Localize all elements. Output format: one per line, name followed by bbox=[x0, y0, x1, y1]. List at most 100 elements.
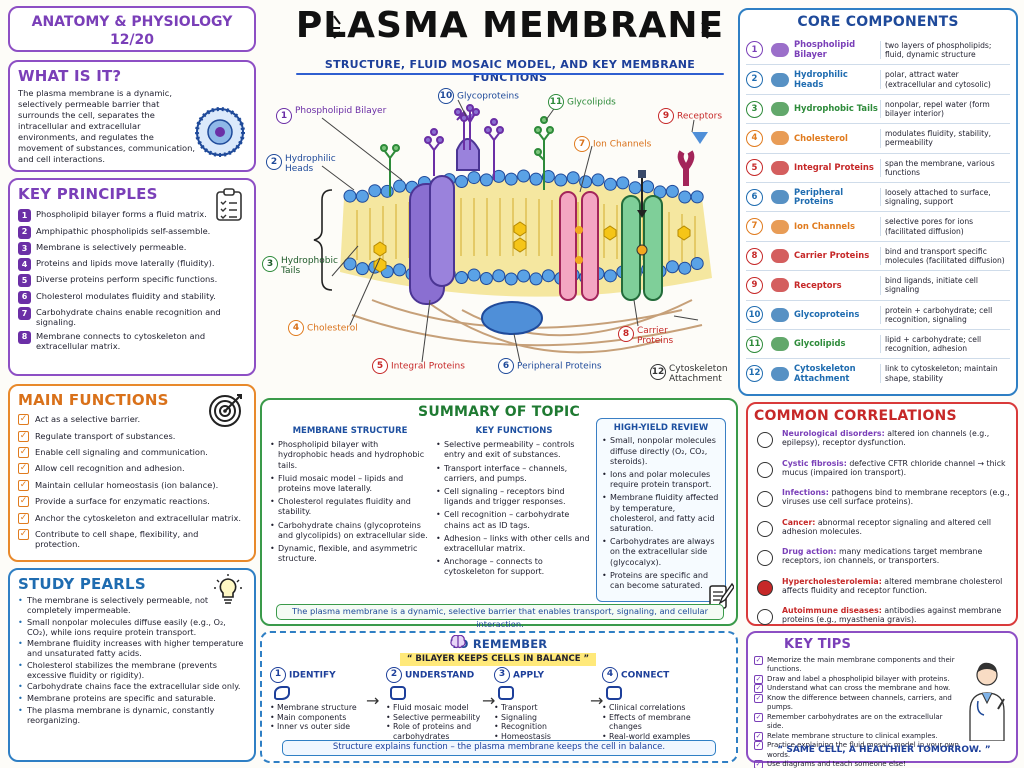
summary-panel: SUMMARY OF TOPIC MEMBRANE STRUCTURE Phos… bbox=[260, 398, 738, 629]
correlation-item: Cancer: abnormal receptor signaling and … bbox=[754, 518, 1010, 545]
tips-slogan: “ SAME CELL, A HEALTHIER TOMORROW. ” bbox=[777, 745, 991, 756]
remember-step: 3APPLYTransportSignalingRecognitionHomeo… bbox=[494, 667, 594, 741]
remember-footer: Structure explains function – the plasma… bbox=[282, 740, 716, 756]
checkbox-icon: ✓ bbox=[754, 684, 763, 694]
step-items: TransportSignalingRecognitionHomeostasis bbox=[494, 703, 594, 741]
correlation-term: Drug action: bbox=[782, 547, 837, 557]
checkbox-icon: ✓ bbox=[754, 731, 763, 741]
summary-footer: The plasma membrane is a dynamic, select… bbox=[276, 604, 724, 629]
component-number: 7 bbox=[746, 218, 763, 236]
principle-number: 1 bbox=[18, 209, 31, 223]
checkbox-icon: ✓ bbox=[18, 430, 29, 442]
component-desc: bind ligands, initiate cell signaling bbox=[880, 276, 1010, 295]
pearl-item: Membrane fluidity increases with higher … bbox=[18, 638, 246, 659]
correlation-term: Hypercholesterolemia: bbox=[782, 576, 882, 586]
component-name: Receptors bbox=[794, 279, 842, 290]
tip-text: Understand what can cross the membrane a… bbox=[767, 684, 951, 693]
principle-number: 8 bbox=[18, 330, 31, 344]
tip-text: Relate membrane structure to clinical ex… bbox=[767, 731, 938, 740]
correlation-term: Neurological disorders: bbox=[782, 429, 885, 439]
step-items: Clinical correlationsEffects of membrane… bbox=[602, 703, 702, 741]
virus-icon bbox=[754, 488, 776, 510]
correlation-item: Drug action: many medications target mem… bbox=[754, 547, 1010, 574]
principle-item: 7 Carbohydrate chains enable recognition … bbox=[18, 307, 246, 327]
correlation-item: Neurological disorders: altered ion chan… bbox=[754, 429, 1010, 456]
course-number: 12/20 bbox=[109, 32, 155, 48]
tip-text: Practice explaining the fluid mosaic mod… bbox=[767, 741, 959, 759]
checkbox-icon: ✓ bbox=[754, 741, 763, 751]
component-name: Hydrophilic Heads bbox=[794, 69, 848, 89]
function-text: Provide a surface for enzymatic reaction… bbox=[35, 496, 210, 507]
blood-drop-icon bbox=[754, 577, 776, 599]
structure-item: Fluid mosaic model – lipids and proteins… bbox=[270, 474, 430, 494]
correlation-desc: defective CFTR chloride channel → thick … bbox=[782, 458, 1006, 477]
functions-list: ✓Act as a selective barrier.✓Regulate tr… bbox=[18, 414, 246, 549]
component-name: Hydrophobic Tails bbox=[794, 103, 878, 114]
correlation-text: Infections: pathogens bind to membrane r… bbox=[782, 488, 1010, 506]
principle-text: Cholesterol modulates fluidity and stabi… bbox=[36, 290, 216, 301]
high-yield-heading: HIGH-YIELD REVIEW bbox=[613, 423, 709, 433]
brain-icon bbox=[450, 635, 466, 649]
correlation-item: Hypercholesterolemia: altered membrane c… bbox=[754, 577, 1010, 604]
component-number: 4 bbox=[746, 129, 763, 147]
correlation-term: Cystic fibrosis: bbox=[782, 458, 847, 468]
component-icon bbox=[766, 69, 794, 91]
bar-chart-icon bbox=[606, 686, 622, 700]
component-desc: loosely attached to surface, signaling, … bbox=[880, 188, 1010, 207]
function-text: Anchor the cytoskeleton and extracellula… bbox=[35, 512, 242, 523]
principle-number: 7 bbox=[18, 307, 31, 321]
step-arrow-icon: → bbox=[366, 691, 380, 710]
step-number: 4 bbox=[602, 667, 618, 683]
principle-number: 4 bbox=[18, 258, 31, 272]
correlation-desc: altered ion channels (e.g., epilepsy), r… bbox=[782, 429, 990, 448]
step-title-text: IDENTIFY bbox=[289, 670, 336, 681]
correlation-desc: altered membrane cholesterol affects flu… bbox=[782, 576, 1003, 595]
gear-icon bbox=[390, 686, 406, 700]
tips-heading: KEY TIPS bbox=[784, 637, 852, 652]
principle-text: Carbohydrate chains enable recognition a… bbox=[36, 307, 221, 328]
tip-item: ✓ Practice explaining the fluid mosaic mo… bbox=[754, 741, 960, 760]
function-text: Maintain cellular homeostasis (ion balan… bbox=[35, 479, 219, 490]
component-number: 6 bbox=[746, 188, 763, 206]
function-item: ✓Allow cell recognition and adhesion. bbox=[18, 463, 246, 475]
key-function-item: Cell recognition – carbohydrate chains a… bbox=[436, 510, 592, 530]
step-item: Signaling bbox=[494, 713, 594, 723]
tip-item: ✓Memorize the main membrane components a… bbox=[754, 655, 960, 675]
function-text: Act as a selective barrier. bbox=[35, 414, 141, 425]
high-yield-box: HIGH-YIELD REVIEW Small, nonpolar molecu… bbox=[596, 418, 726, 602]
cell-icon bbox=[195, 107, 245, 157]
component-desc: protein + carbohydrate; cell recognition… bbox=[880, 305, 1010, 324]
tip-text: Memorize the main membrane components an… bbox=[767, 655, 955, 674]
principles-heading: KEY PRINCIPLES bbox=[18, 185, 158, 203]
component-desc: span the membrane, various functions bbox=[880, 158, 1010, 178]
step-number: 3 bbox=[494, 667, 510, 683]
key-functions-list: Selective permeability – controls entry … bbox=[436, 440, 592, 577]
tip-item: ✓Remember carbohydrates are on the extra… bbox=[754, 712, 960, 732]
component-icon bbox=[766, 39, 794, 61]
key-tips-panel: KEY TIPS ✓Memorize the main membrane com… bbox=[746, 631, 1018, 768]
component-icon bbox=[766, 245, 794, 267]
correlation-item: Cystic fibrosis: defective CFTR chloride… bbox=[754, 459, 1010, 486]
principle-text: Diverse proteins perform specific functi… bbox=[36, 274, 218, 285]
component-icon bbox=[766, 363, 794, 385]
remember-step: 2UNDERSTANDFluid mosaic modelSelective p… bbox=[386, 667, 486, 741]
component-desc: nonpolar, repel water (form bilayer inte… bbox=[880, 99, 1010, 119]
summary-structure-column: MEMBRANE STRUCTURE Phospholipid bilayer … bbox=[270, 426, 430, 567]
